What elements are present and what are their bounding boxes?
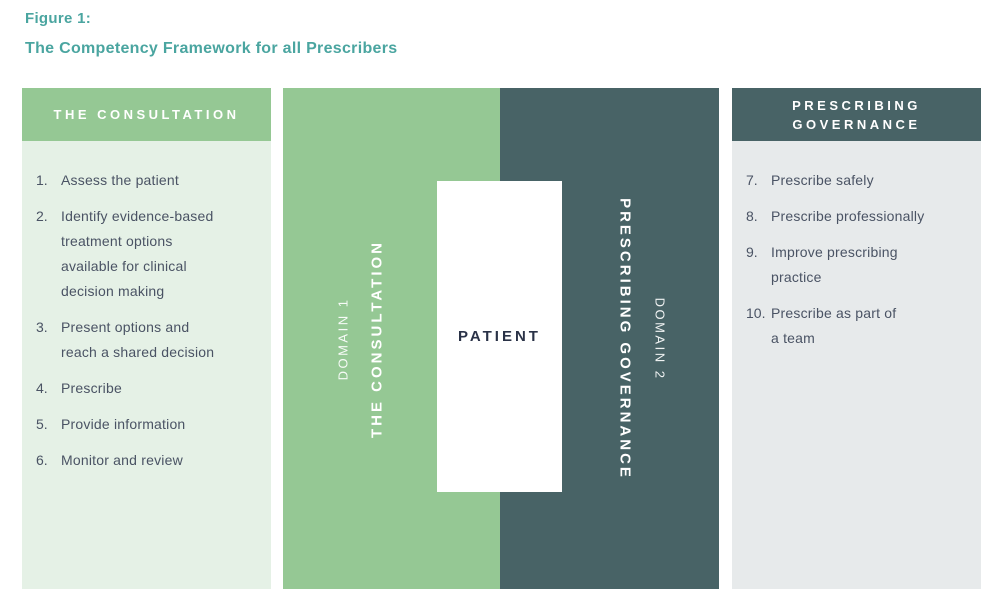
item-text: Assess the patient xyxy=(61,172,179,188)
item-number: 7. xyxy=(746,172,758,188)
item-text: Prescribe as part of a team xyxy=(771,305,897,346)
domain1-title: THE CONSULTATION xyxy=(368,239,386,438)
list-item: 9. Improve prescribing practice xyxy=(746,240,969,290)
governance-panel-header: PRESCRIBING GOVERNANCE xyxy=(732,88,981,141)
governance-list: 7. Prescribe safely 8. Prescribe profess… xyxy=(732,141,981,351)
domain1-label: DOMAIN 1 xyxy=(335,297,351,380)
consultation-panel-header: THE CONSULTATION xyxy=(22,88,271,141)
item-number: 3. xyxy=(36,319,48,335)
list-item: 4. Prescribe xyxy=(36,376,259,401)
list-item: 5. Provide information xyxy=(36,412,259,437)
consultation-list: 1. Assess the patient 2. Identify eviden… xyxy=(22,141,271,473)
item-number: 8. xyxy=(746,208,758,224)
consultation-panel-body: 1. Assess the patient 2. Identify eviden… xyxy=(22,141,271,589)
figure-heading: Figure 1: The Competency Framework for a… xyxy=(25,8,397,60)
list-item: 3. Present options and reach a shared de… xyxy=(36,315,259,365)
patient-label: PATIENT xyxy=(458,328,541,345)
domain2-title: PRESCRIBING GOVERNANCE xyxy=(616,197,634,480)
item-text: Monitor and review xyxy=(61,452,183,468)
item-text: Improve prescribing practice xyxy=(771,244,898,285)
item-number: 10. xyxy=(746,305,766,321)
item-text: Prescribe professionally xyxy=(771,208,925,224)
item-number: 2. xyxy=(36,208,48,224)
governance-panel: PRESCRIBING GOVERNANCE 7. Prescribe safe… xyxy=(732,88,981,589)
figure-title: The Competency Framework for all Prescri… xyxy=(25,40,398,57)
list-item: 2. Identify evidence-based treatment opt… xyxy=(36,204,259,304)
list-item: 7. Prescribe safely xyxy=(746,168,969,193)
domain2-label: DOMAIN 2 xyxy=(652,297,668,380)
list-item: 8. Prescribe professionally xyxy=(746,204,969,229)
item-number: 6. xyxy=(36,452,48,468)
list-item: 1. Assess the patient xyxy=(36,168,259,193)
item-text: Prescribe safely xyxy=(771,172,874,188)
item-text: Identify evidence-based treatment option… xyxy=(61,208,214,299)
item-number: 1. xyxy=(36,172,48,188)
figure-number: Figure 1: xyxy=(25,10,92,27)
item-text: Provide information xyxy=(61,416,186,432)
item-number: 5. xyxy=(36,416,48,432)
consultation-panel: THE CONSULTATION 1. Assess the patient 2… xyxy=(22,88,271,589)
item-number: 4. xyxy=(36,380,48,396)
item-number: 9. xyxy=(746,244,758,260)
item-text: Present options and reach a shared decis… xyxy=(61,319,215,360)
list-item: 10. Prescribe as part of a team xyxy=(746,301,969,351)
list-item: 6. Monitor and review xyxy=(36,448,259,473)
patient-box: PATIENT xyxy=(437,181,562,492)
domains-diagram: DOMAIN 1 THE CONSULTATION PRESCRIBING GO… xyxy=(283,88,719,589)
item-text: Prescribe xyxy=(61,380,122,396)
governance-panel-body: 7. Prescribe safely 8. Prescribe profess… xyxy=(732,141,981,589)
